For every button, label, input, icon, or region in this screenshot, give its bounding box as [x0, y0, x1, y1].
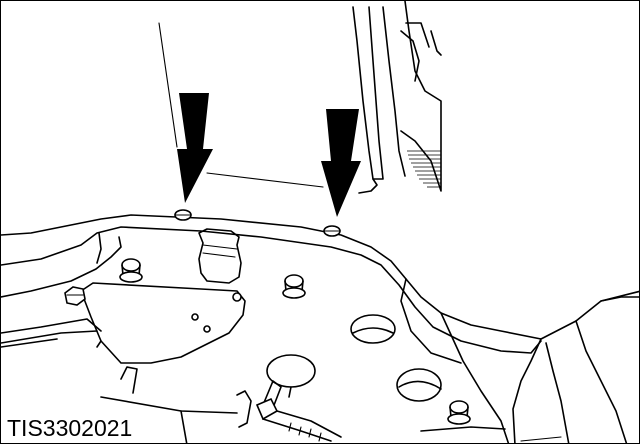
down-arrow-icon	[177, 93, 213, 203]
center-pad	[198, 228, 242, 284]
clip-hole-left	[174, 209, 192, 221]
stud-left	[119, 258, 143, 283]
plate-hole	[203, 325, 211, 333]
panel-hatching	[407, 150, 441, 188]
stud-lower-right	[447, 400, 471, 425]
lower-tabs	[100, 366, 506, 443]
left-plate	[64, 282, 246, 364]
round-plug-upper	[350, 314, 396, 344]
stud-center	[282, 274, 306, 299]
round-plug-bottom	[266, 354, 316, 398]
harness-lever	[255, 380, 342, 442]
wire-line	[158, 22, 178, 148]
plate-hole	[232, 292, 242, 302]
hex-nut	[64, 286, 86, 306]
clip-hole-right	[323, 225, 341, 237]
plate-hole	[191, 313, 199, 321]
pillar-panel	[206, 1, 442, 194]
figure-reference-code: TIS3302021	[7, 415, 139, 443]
down-arrow-icon	[321, 109, 361, 217]
round-plug-lower	[396, 368, 442, 402]
